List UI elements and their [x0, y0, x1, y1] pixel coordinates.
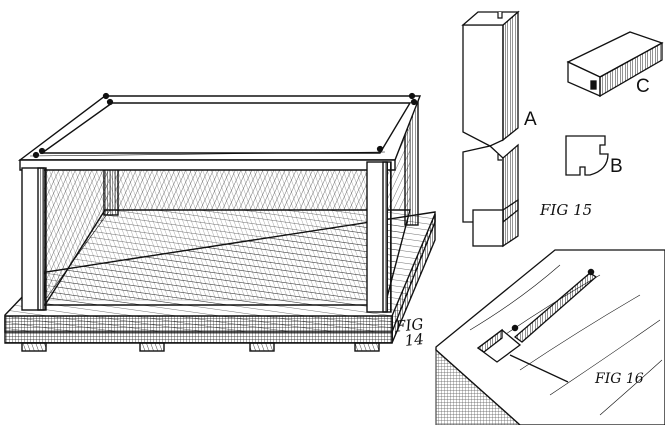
fig14-label: FIG 14 [394, 315, 432, 350]
fig15-post-a [461, 10, 520, 248]
fig15-rail-c [566, 31, 664, 98]
fig15-label: FIG 15 [540, 201, 593, 219]
fig14-frame [4, 92, 436, 352]
part-a-label: A [524, 109, 537, 130]
fig16-label: FIG 16 [595, 371, 644, 387]
part-b-label: B [610, 156, 623, 177]
fig16-board [435, 249, 665, 425]
part-c-label: C [636, 76, 650, 97]
fig15-profile-b [565, 135, 609, 176]
